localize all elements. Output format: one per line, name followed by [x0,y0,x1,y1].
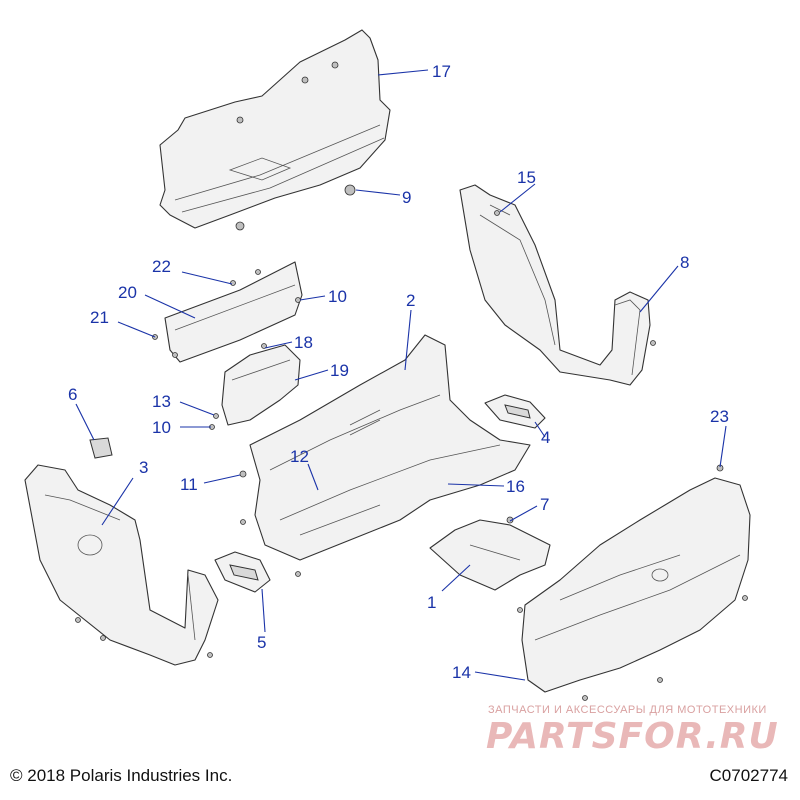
watermark-logo: PARTSFOR.RU [486,716,779,757]
callout-13: 13 [152,392,171,411]
part-2-floor-pan [249,334,531,561]
callout-22: 22 [152,257,171,276]
part-3-left-side-panel [24,464,219,666]
callout-2: 2 [406,291,415,310]
callout-20: 20 [118,283,137,302]
callout-18: 18 [294,333,313,352]
part-1-front-plate [429,519,551,591]
part-20-bracket [164,261,303,363]
part-8-right-side-panel [459,184,651,386]
callout-labels: 17 9 15 8 22 20 10 21 2 18 19 6 13 10 23… [68,62,729,682]
callout-6: 6 [68,385,77,404]
callout-5: 5 [257,633,266,652]
drawing-code: C0702774 [709,766,788,785]
callout-10-lower: 10 [152,418,171,437]
callout-16: 16 [506,477,525,496]
part-9-nut [344,184,356,196]
part-4-plate [484,394,546,429]
callout-7: 7 [540,495,549,514]
callout-12: 12 [290,447,309,466]
copyright-notice: © 2018 Polaris Industries Inc. [10,766,233,785]
callout-3: 3 [139,458,148,477]
callout-9: 9 [402,188,411,207]
callout-1: 1 [427,593,436,612]
callout-leaders [75,69,727,681]
part-6-pad [89,437,113,459]
part-5-plate [214,551,271,593]
callout-10-upper: 10 [328,287,347,306]
callout-14: 14 [452,663,471,682]
callout-21: 21 [90,308,109,327]
callout-11: 11 [180,475,198,494]
callout-8: 8 [680,253,689,272]
callout-4: 4 [541,428,550,447]
callout-17: 17 [432,62,451,81]
callout-15: 15 [517,168,536,187]
part-14-lower-panel [521,477,751,693]
part-19-cover [221,344,301,426]
watermark-tagline: ЗАПЧАСТИ И АКСЕССУАРЫ ДЛЯ МОТОТЕХНИКИ [488,704,767,716]
callout-23: 23 [710,407,729,426]
part-17-rear-upper-panel [159,29,391,229]
callout-19: 19 [330,361,349,380]
